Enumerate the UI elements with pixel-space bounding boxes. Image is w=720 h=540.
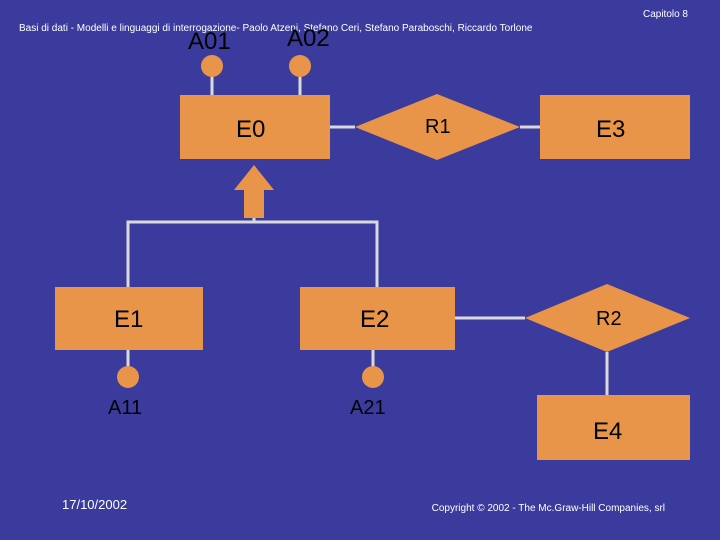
attribute-a21-label: A21 [350,397,386,419]
attribute-a01-dot [201,55,223,77]
relationship-r2 [525,284,690,352]
attribute-a01-label: A01 [188,28,231,55]
relationship-r2-label: R2 [596,308,622,330]
entity-e4 [537,395,690,460]
attribute-a21-dot [362,366,384,388]
entity-e0 [180,95,330,159]
entity-e2 [300,287,455,350]
relationship-r1 [355,94,520,160]
entity-e2-label: E2 [360,306,390,333]
footer-date: 17/10/2002 [62,497,128,512]
entity-e4-label: E4 [593,418,623,445]
attribute-a11-dot [117,366,139,388]
attribute-a02-dot [289,55,311,77]
attribute-a11-label: A11 [108,397,143,419]
line-generalization [126,220,379,287]
generalization-arrow [234,165,274,218]
relationship-r1-label: R1 [425,116,451,138]
entity-e1-label: E1 [114,306,144,333]
entity-e3-label: E3 [596,116,626,143]
entity-e0-label: E0 [236,116,266,143]
book-title: Basi di dati - Modelli e linguaggi di in… [19,23,533,34]
entity-e3 [540,95,690,159]
attribute-a02-label: A02 [287,25,330,52]
entity-e1 [55,287,203,350]
footer-copyright: Copyright © 2002 - The Mc.Graw-Hill Comp… [431,503,665,514]
chapter-label: Capitolo 8 [642,9,688,20]
